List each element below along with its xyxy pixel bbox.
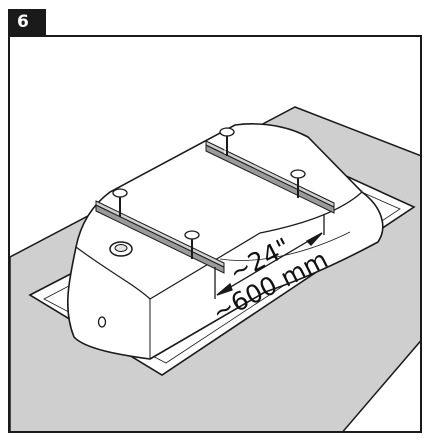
- bathtub-installation-diagram: ~24" ~600 mm: [10, 106, 420, 431]
- screw-icon: [184, 230, 200, 259]
- screw-icon: [290, 169, 306, 198]
- dimension-indicator: [214, 214, 325, 299]
- screw-icon: [112, 188, 128, 217]
- mounting-rail-back: [205, 140, 335, 214]
- step-number-badge: 6: [8, 9, 46, 35]
- overflow-hole: [97, 316, 107, 328]
- drain-outlet-inner: [114, 244, 128, 252]
- screw-icon: [219, 127, 235, 156]
- tub-basin-edge: [75, 191, 363, 300]
- tub-basin: [66, 123, 384, 360]
- illustration-panel: ~24" ~600 mm: [8, 35, 422, 433]
